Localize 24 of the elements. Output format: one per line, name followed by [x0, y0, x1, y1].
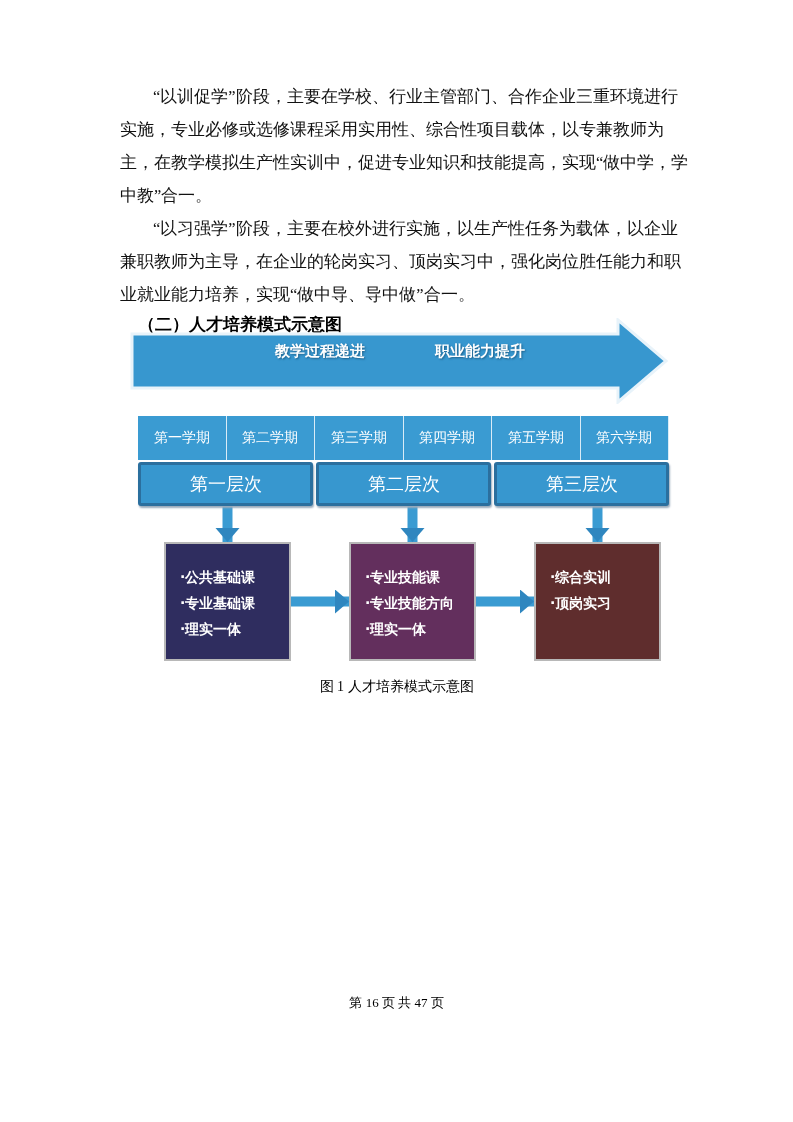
block-arrow	[291, 589, 349, 614]
page-number: 第 16 页 共 47 页	[348, 994, 445, 1012]
semester-cell: 第二学期	[226, 416, 315, 460]
block-arrow	[585, 506, 610, 542]
course-box: ·专业技能课 ·专业技能方向 ·理实一体	[349, 542, 476, 661]
section-heading: （二）人才培养模式示意图	[138, 313, 342, 336]
block-arrow	[476, 589, 534, 614]
semester-cell: 第四学期	[403, 416, 492, 460]
semester-cell: 第一学期	[138, 416, 227, 460]
semester-cell: 第五学期	[492, 416, 581, 460]
banner-label: 教学过程递进	[275, 342, 365, 361]
level-box: 第三层次	[494, 462, 669, 506]
block-arrow	[215, 506, 240, 542]
paragraph: “以习强学”阶段，主要在校外进行实施，以生产性任务为载体，以企业兼职教师为主导，在企业的轮岗实习、顶岗实习中，强化岗位胜任能力和职业就业能力培养，实现“做中导、导中做”合一。	[120, 218, 682, 306]
course-box: ·公共基础课 ·专业基础课 ·理实一体	[164, 542, 291, 661]
level-box: 第二层次	[316, 462, 491, 506]
block-arrow	[400, 506, 425, 542]
semester-cell: 第六学期	[580, 416, 669, 460]
level-box: 第一层次	[138, 462, 313, 506]
paragraph: “以训促学”阶段，主要在学校、行业主管部门、合作企业三重环境进行实施，专业必修或选修课程采用实用性、综合性项目载体，以专兼教师为主，在教学模拟生产性实训中，促进专业知识和技能提高，实现“做中学，学中教”合一。	[120, 86, 690, 207]
semester-cell: 第三学期	[315, 416, 404, 460]
banner-label: 职业能力提升	[435, 342, 525, 361]
course-box: ·综合实训 ·顶岗实习	[534, 542, 661, 661]
figure-caption: 图 1 人才培养模式示意图	[318, 678, 475, 696]
